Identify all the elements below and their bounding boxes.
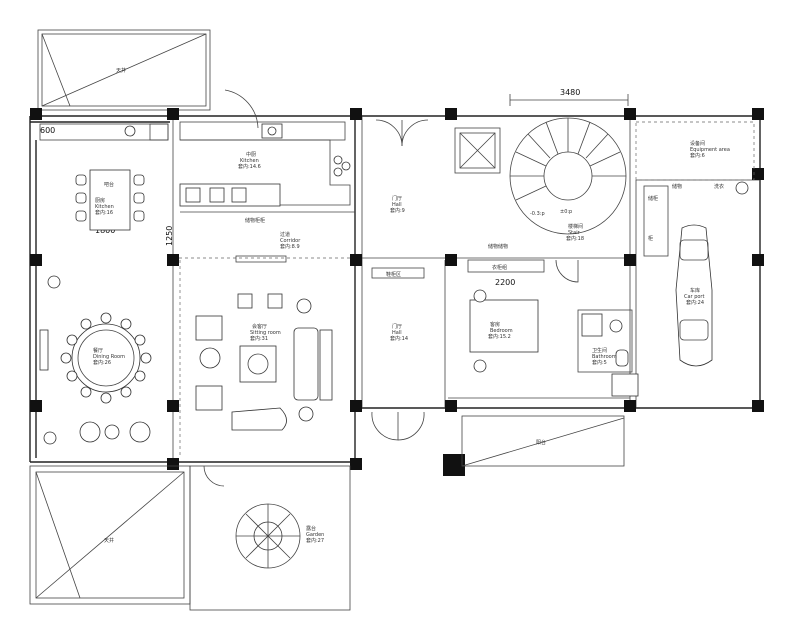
terrace-bottom-label: 天井	[104, 537, 114, 544]
coffee-table	[239, 345, 277, 383]
dining-area: 套内:26	[93, 359, 111, 366]
step-label-a: -0.3:p	[530, 211, 545, 217]
sitting-en: Sitting room	[250, 330, 281, 336]
hall-top-area: 门厅 Hall 套内:9	[375, 119, 429, 214]
dim-1800: 1800	[95, 226, 115, 235]
stair-en: Stair	[568, 230, 581, 236]
stair-area: 套内:18	[566, 235, 584, 242]
hall-top-en: Hall	[392, 202, 402, 208]
balcony-right-label: 阳台	[536, 439, 546, 446]
bathroom-cn: 卫生间	[592, 347, 607, 354]
bedroom-area: 套内:15.2	[488, 333, 511, 340]
dim-600: 600	[40, 126, 55, 135]
wardrobe-label: 衣柜组	[492, 264, 507, 271]
garden-en: Garden	[306, 532, 324, 538]
corridor-2-label: 储物储物	[488, 243, 508, 250]
sofa	[293, 327, 319, 401]
cabinet-b-label: 柜	[648, 235, 653, 242]
garden-cn: 露台	[306, 525, 316, 532]
bathroom-en: Bathroom	[592, 354, 617, 360]
bathroom-area: 卫生间 Bathroom 套内:5	[577, 309, 639, 397]
dining-en: Dining Room	[93, 354, 125, 360]
corridor-en: Corridor	[280, 238, 301, 244]
stair-cn: 楼梯间	[568, 223, 583, 230]
garage-cn: 车库	[690, 287, 700, 294]
corridor-area: 储物柜柜 过道 Corridor 套内:8.9	[245, 217, 301, 250]
western-kitchen-area: 中厨 Kitchen 套内:14.6	[179, 89, 351, 207]
foyer-area: 套内:14	[390, 335, 408, 342]
garage-en: Car port	[684, 294, 704, 300]
foyer-area: 鞋柜区 门厅 Hall 套内:14	[371, 267, 425, 441]
hall-top-area: 套内:9	[390, 207, 405, 214]
corridor-cn: 过道	[280, 231, 290, 238]
sitting-area: 套内:31	[250, 335, 268, 342]
terrace-top-label: 天井	[116, 67, 126, 74]
hall-top-cn: 门厅	[392, 195, 402, 202]
kitchen-area: 吧台 厨房 Kitchen 套内:16	[39, 123, 169, 231]
bedroom-area: 储物储物 衣柜组 客房 Bedroom 套内:15.2	[467, 243, 579, 373]
storage-b-label: 洗衣	[714, 183, 724, 190]
elevator	[454, 127, 501, 174]
foyer-en: Hall	[392, 330, 402, 336]
structural-columns	[30, 108, 764, 476]
foyer-cn: 门厅	[392, 323, 402, 330]
equipment-cn: 设备间	[690, 140, 705, 147]
sitting-area: 会客厅 Sitting room 套内:31	[179, 255, 333, 455]
garden-area: 套内:27	[306, 537, 324, 544]
balcony-right: 阳台	[461, 415, 625, 467]
dim-3480: 3480	[560, 88, 580, 97]
garage-area: 套内:24	[686, 299, 704, 306]
kitchen-island	[89, 169, 131, 231]
dim-1250: 1250	[165, 226, 174, 246]
western-kitchen-area: 套内:14.6	[238, 163, 261, 170]
kitchen-area: 套内:16	[95, 209, 113, 216]
equipment-en: Equipment area	[690, 147, 730, 153]
dimension-top: 3480	[509, 88, 629, 106]
cabinet-a-label: 储柜	[648, 195, 658, 202]
dim-2200: 2200	[495, 278, 515, 287]
western-kitchen-en: Kitchen	[240, 158, 259, 164]
kitchen-en: Kitchen	[95, 204, 114, 210]
corridor-area: 套内:8.9	[280, 243, 300, 250]
bed	[469, 299, 539, 353]
terrace-bottom: 天井	[29, 465, 191, 605]
dining-cn: 餐厅	[93, 347, 103, 354]
western-kitchen-cn: 中厨	[246, 151, 256, 158]
shoe-cabinet-label: 鞋柜区	[386, 271, 401, 278]
storage-a-label: 储物	[672, 183, 682, 190]
equipment-area: 设备间 Equipment area 套内:6	[635, 121, 755, 181]
garden-area: 露台 Garden 套内:27	[189, 465, 351, 611]
dining-table	[71, 323, 141, 393]
bedroom-cn: 客房	[490, 321, 500, 328]
equipment-area: 套内:6	[690, 152, 705, 159]
spiral-staircase: -0.3:p ±0:p 楼梯间 Stair 套内:18	[509, 117, 627, 242]
step-label-b: ±0:p	[560, 209, 572, 215]
dining-area: 餐厅 Dining Room 套内:26	[39, 275, 152, 445]
kitchen-cn: 厨房	[95, 197, 105, 204]
sitting-cn: 会客厅	[252, 323, 267, 330]
exterior-walls	[29, 115, 761, 463]
terrace-top: 天井	[37, 29, 211, 111]
wall-cabinet-label: 储物柜柜	[245, 217, 265, 224]
bedroom-en: Bedroom	[490, 328, 513, 334]
garage-area: 储柜 柜 储物 洗衣 车库 Car port 套内:24	[643, 181, 749, 367]
bar-label: 吧台	[104, 181, 114, 188]
bathroom-area: 套内:5	[592, 359, 607, 366]
